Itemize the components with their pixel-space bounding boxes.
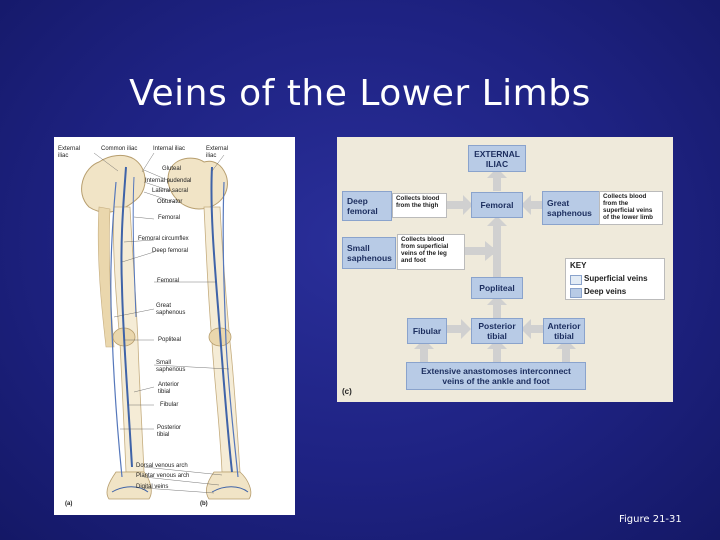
box-deep-femoral: Deep femoral bbox=[342, 191, 392, 221]
label-gluteal: Gluteal bbox=[162, 166, 182, 172]
box-fibular: Fibular bbox=[407, 318, 447, 344]
label-fibular: Fibular bbox=[160, 402, 179, 408]
label-small-saphenous: Small saphenous bbox=[156, 360, 186, 373]
figure-reference: Figure 21-31 bbox=[619, 514, 682, 525]
box-anterior-tibial: Anterior tibial bbox=[543, 318, 585, 344]
lower-limb-veins-illustration bbox=[81, 152, 252, 500]
label-deep-femoral: Deep femoral bbox=[152, 248, 189, 254]
key-swatch-superficial bbox=[570, 275, 582, 285]
label-great-saphenous: Great saphenous bbox=[156, 303, 186, 316]
label-posterior-tibial: Posterior tibial bbox=[157, 425, 182, 438]
label-anterior-tibial: Anterior tibial bbox=[158, 382, 180, 395]
label-external-iliac-b: External iliac bbox=[206, 146, 229, 159]
box-posterior-tibial: Posterior tibial bbox=[471, 318, 523, 344]
label-external-iliac-a: External iliac bbox=[58, 146, 81, 159]
label-dorsal-venous-arch: Dorsal venous arch bbox=[136, 463, 188, 469]
panel-label-c: (c) bbox=[342, 387, 352, 396]
note-collects-leg-foot: Collects blood from superficial veins of… bbox=[397, 234, 465, 270]
label-lateral-sacral: Lateral sacral bbox=[152, 188, 189, 194]
label-popliteal: Popliteal bbox=[158, 337, 182, 343]
key-deep-label: Deep veins bbox=[584, 287, 627, 296]
key-superficial-label: Superficial veins bbox=[584, 274, 648, 283]
note-collects-superficial: Collects blood from the superficial vein… bbox=[599, 191, 663, 225]
label-internal-pudendal: Internal pudendal bbox=[145, 178, 192, 184]
label-digital-veins: Digital veins bbox=[136, 484, 169, 490]
label-femoral-lower: Femoral bbox=[157, 278, 180, 284]
box-small-saphenous: Small saphenous bbox=[342, 237, 396, 269]
label-internal-iliac: Internal iliac bbox=[153, 146, 186, 152]
label-plantar-venous-arch: Plantar venous arch bbox=[136, 473, 190, 479]
box-external-iliac: EXTERNAL ILIAC bbox=[468, 145, 526, 172]
vein-flowchart-panel: EXTERNAL ILIAC Deep femoral Collects blo… bbox=[337, 137, 673, 402]
label-obturator: Obturator bbox=[157, 199, 183, 205]
box-anastomoses: Extensive anastomoses interconnect veins… bbox=[406, 362, 586, 390]
panel-label-a: (a) bbox=[65, 501, 73, 507]
key-swatch-deep bbox=[570, 288, 582, 298]
legend-key: KEY Superficial veins Deep veins bbox=[565, 258, 665, 300]
key-title: KEY bbox=[570, 261, 587, 270]
label-femoral-circumflex: Femoral circumflex bbox=[138, 236, 189, 242]
panel-label-b: (b) bbox=[200, 501, 208, 507]
box-great-saphenous: Great saphenous bbox=[542, 191, 600, 225]
label-femoral-upper: Femoral bbox=[158, 215, 181, 221]
slide-title: Veins of the Lower Limbs bbox=[129, 73, 591, 114]
label-common-iliac: Common iliac bbox=[101, 146, 138, 152]
box-femoral: Femoral bbox=[471, 192, 523, 218]
box-popliteal: Popliteal bbox=[471, 277, 523, 299]
note-collects-thigh: Collects blood from the thigh bbox=[392, 193, 447, 218]
anatomy-illustration-panel: External iliac Common iliac Internal ili… bbox=[54, 137, 295, 515]
